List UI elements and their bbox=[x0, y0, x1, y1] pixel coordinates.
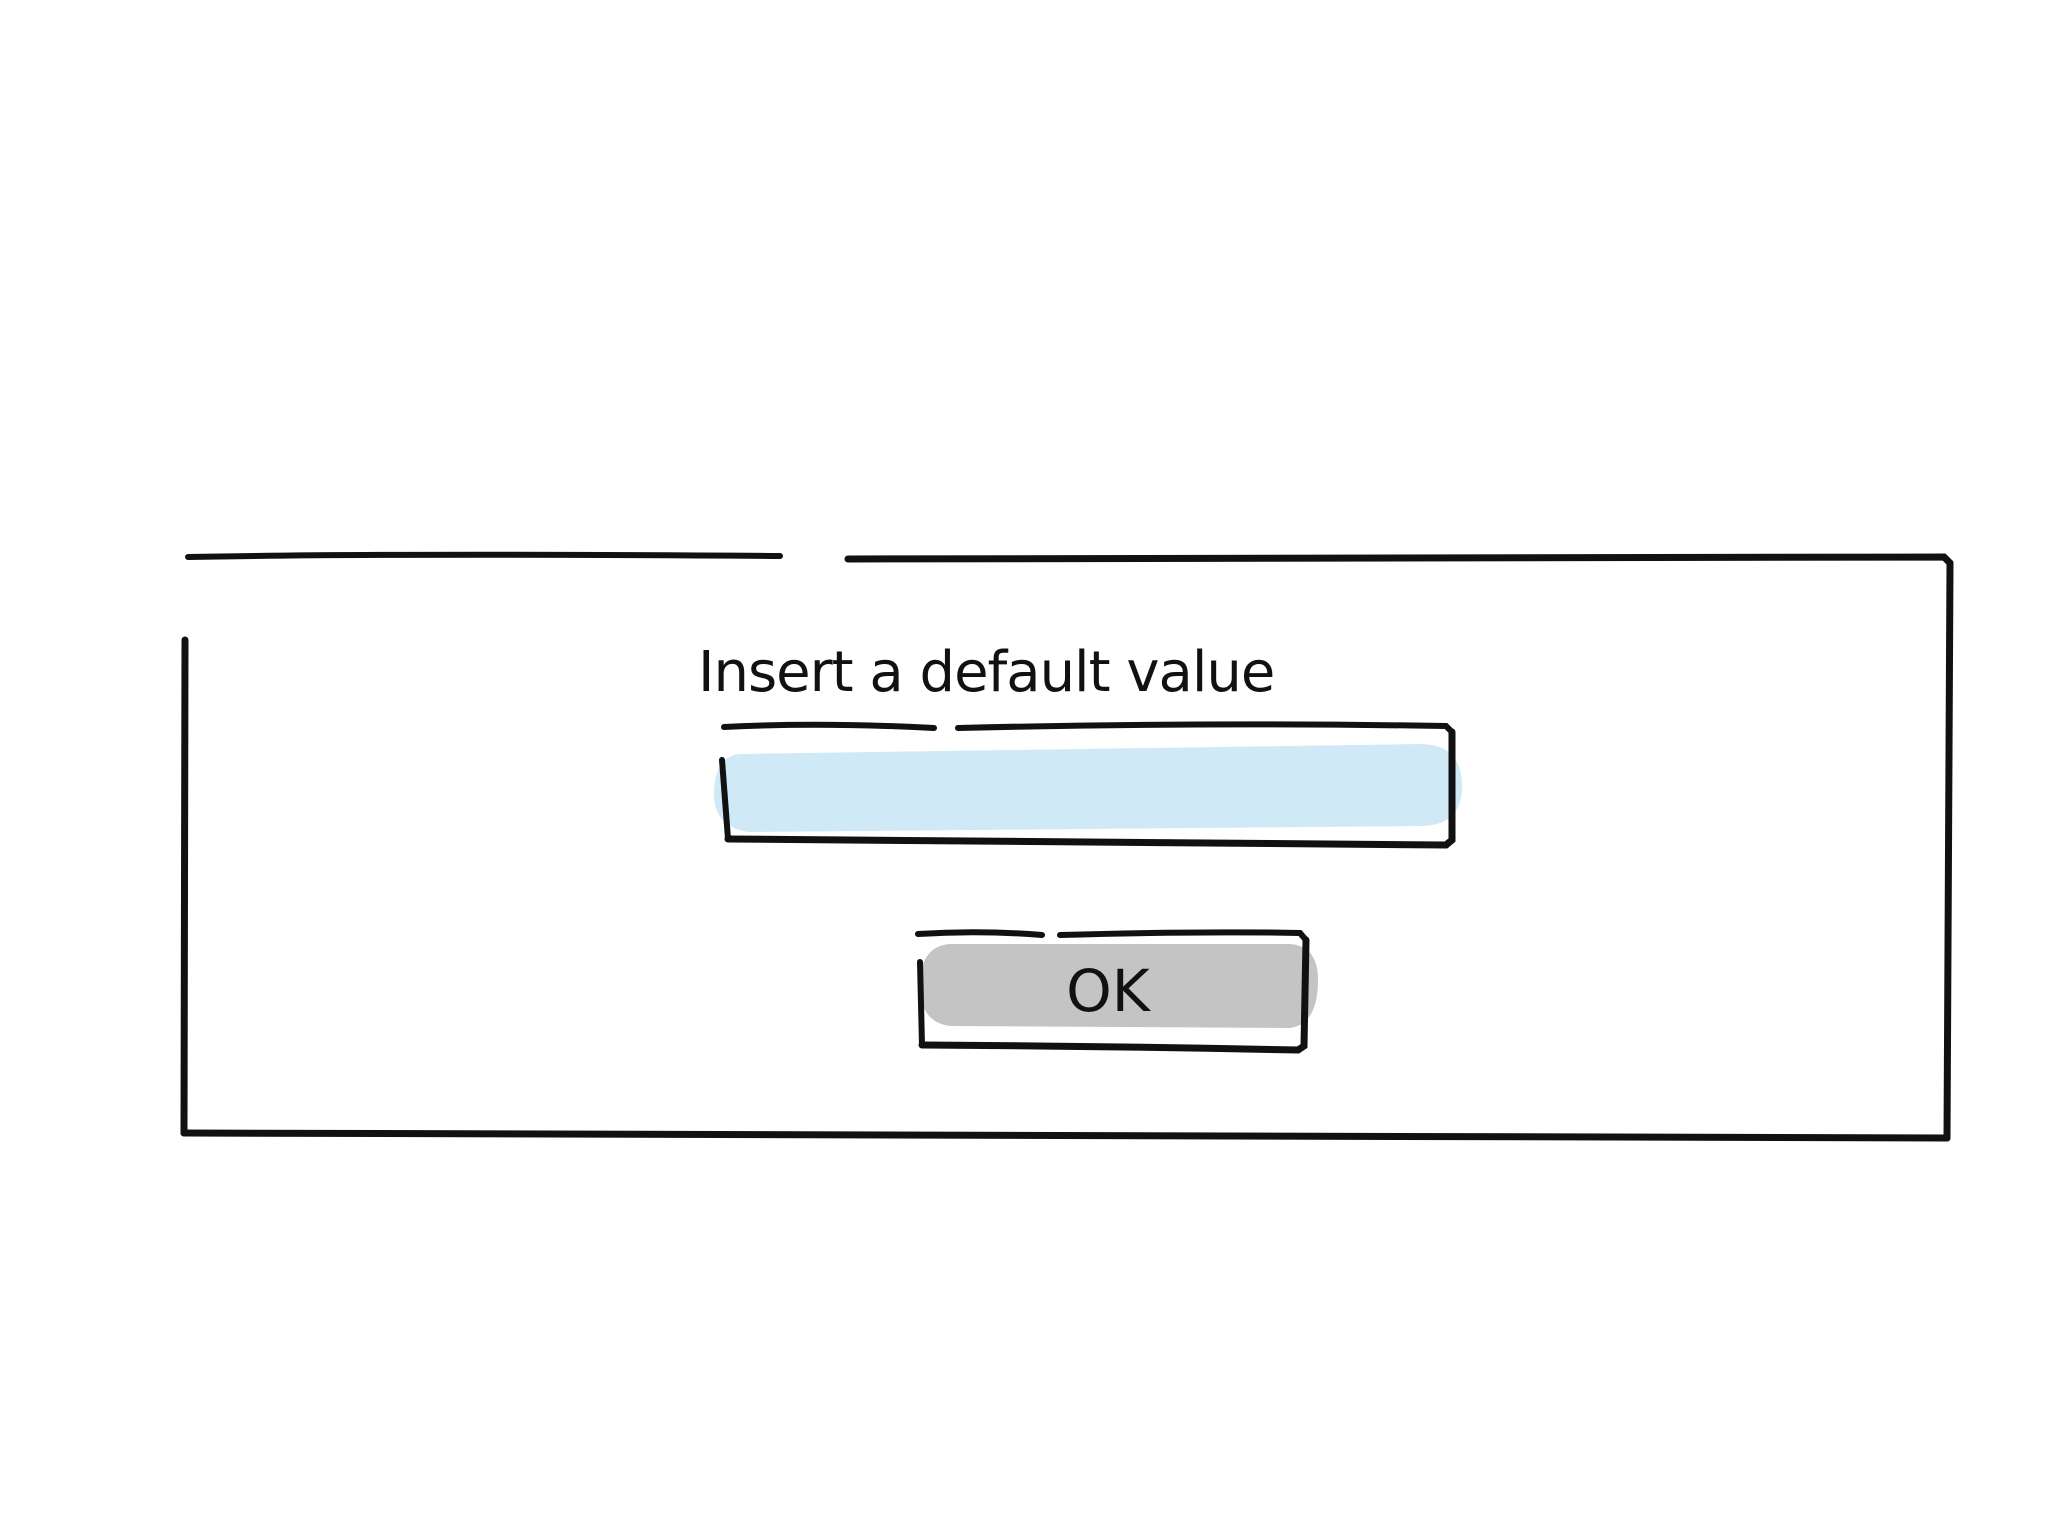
default-value-input[interactable] bbox=[722, 738, 1454, 838]
dialog-border-top-left bbox=[185, 551, 783, 560]
input-border-top bbox=[721, 721, 1455, 735]
ok-button[interactable]: OK bbox=[916, 936, 1300, 1046]
dialog-border-bottom bbox=[180, 1129, 1951, 1142]
dialog-border-top-right bbox=[844, 553, 1954, 567]
dialog-border-left bbox=[180, 636, 189, 1137]
dialog-border-right bbox=[1943, 559, 1954, 1142]
input-border-bottom bbox=[724, 835, 1450, 849]
prompt-label: Insert a default value bbox=[698, 640, 1275, 705]
